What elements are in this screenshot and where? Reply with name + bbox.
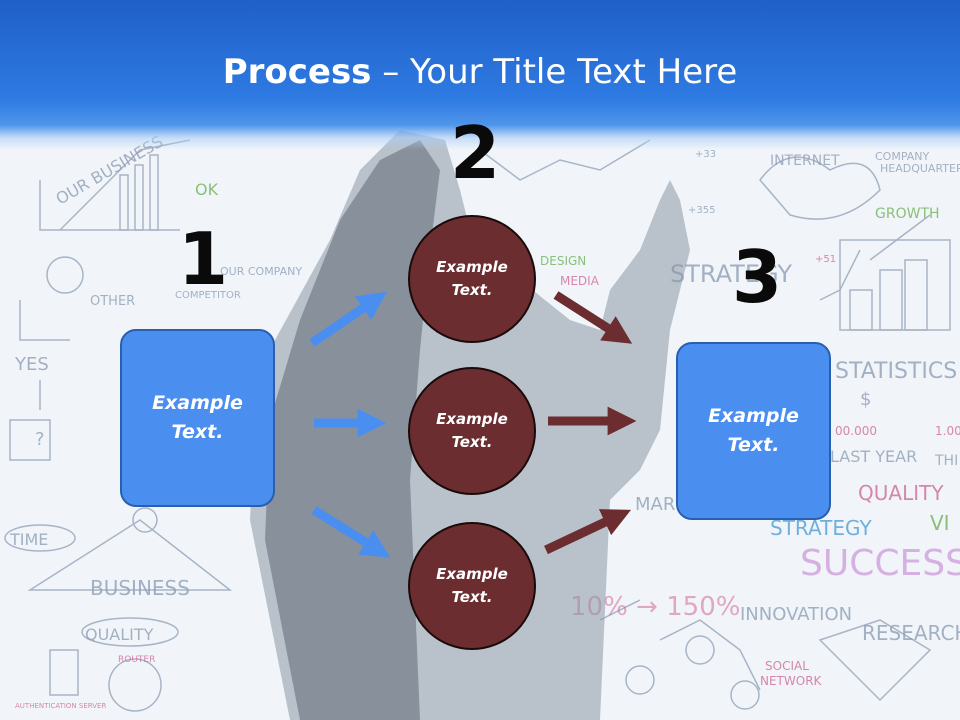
svg-text:ROUTER: ROUTER xyxy=(118,655,155,665)
process-circle-top[interactable]: Example Text. xyxy=(408,215,536,343)
svg-text:+51: +51 xyxy=(815,254,836,265)
right-box-text: Example Text. xyxy=(708,405,799,456)
svg-text:TIME: TIME xyxy=(9,530,48,549)
svg-text:STATISTICS: STATISTICS xyxy=(835,359,957,384)
svg-text:QUALITY: QUALITY xyxy=(85,625,154,644)
title-bold: Process xyxy=(222,52,372,92)
svg-text:VI: VI xyxy=(930,511,950,535)
left-box-text: Example Text. xyxy=(152,392,243,443)
svg-text:LAST YEAR: LAST YEAR xyxy=(830,447,917,466)
arrow-blue-down xyxy=(311,506,391,558)
svg-text:STRATEGY: STRATEGY xyxy=(670,260,792,288)
circle-middle-text: Example Text. xyxy=(436,410,508,451)
step-number-3: 3 xyxy=(732,235,783,319)
arrow-blue-up xyxy=(309,291,387,347)
svg-text:SOCIAL: SOCIAL xyxy=(765,659,809,673)
svg-text:+33: +33 xyxy=(695,149,716,160)
step-number-1: 1 xyxy=(178,217,229,301)
svg-text:$: $ xyxy=(860,389,871,410)
svg-text:1.00: 1.00 xyxy=(935,424,960,438)
left-process-box[interactable]: Example Text. xyxy=(120,329,275,507)
arrow-brown-up xyxy=(544,509,632,555)
svg-text:GROWTH: GROWTH xyxy=(875,206,940,222)
slide-title[interactable]: Process – Your Title Text Here xyxy=(0,52,960,92)
svg-text:OTHER: OTHER xyxy=(90,294,135,309)
svg-text:NETWORK: NETWORK xyxy=(760,674,823,688)
svg-text:AUTHENTICATION SERVER: AUTHENTICATION SERVER xyxy=(15,702,106,710)
svg-text:BUSINESS: BUSINESS xyxy=(90,576,190,600)
svg-text:INNOVATION: INNOVATION xyxy=(740,604,852,625)
svg-text:MAR: MAR xyxy=(635,494,675,515)
svg-text:RESEARCH: RESEARCH xyxy=(862,621,960,645)
svg-text:+355: +355 xyxy=(688,205,715,216)
circle-top-text: Example Text. xyxy=(436,258,508,299)
svg-text:SUCCESS: SUCCESS xyxy=(800,543,960,584)
svg-text:OK: OK xyxy=(195,180,219,199)
svg-text:COMPANY: COMPANY xyxy=(875,150,930,163)
right-process-box[interactable]: Example Text. xyxy=(676,342,831,520)
title-rest: – Your Title Text Here xyxy=(371,52,738,92)
svg-text:YES: YES xyxy=(14,354,49,375)
svg-text:STRATEGY: STRATEGY xyxy=(770,516,872,540)
process-circle-bottom[interactable]: Example Text. xyxy=(408,522,536,650)
step-number-2: 2 xyxy=(450,111,501,195)
svg-text:OUR COMPANY: OUR COMPANY xyxy=(220,265,302,278)
svg-text:THI: THI xyxy=(934,453,958,469)
svg-text:COMPETITOR: COMPETITOR xyxy=(175,290,241,301)
svg-text:DESIGN: DESIGN xyxy=(540,254,586,268)
svg-text:?: ? xyxy=(35,429,45,450)
arrow-brown-down xyxy=(553,291,633,344)
svg-text:HEADQUARTERS: HEADQUARTERS xyxy=(880,162,960,175)
svg-text:00.000: 00.000 xyxy=(835,424,877,438)
circle-bottom-text: Example Text. xyxy=(436,565,508,606)
svg-text:QUALITY: QUALITY xyxy=(858,481,944,505)
header-bar xyxy=(0,0,960,150)
process-circle-middle[interactable]: Example Text. xyxy=(408,367,536,495)
svg-text:MEDIA: MEDIA xyxy=(560,274,600,288)
svg-text:INTERNET: INTERNET xyxy=(770,153,840,169)
